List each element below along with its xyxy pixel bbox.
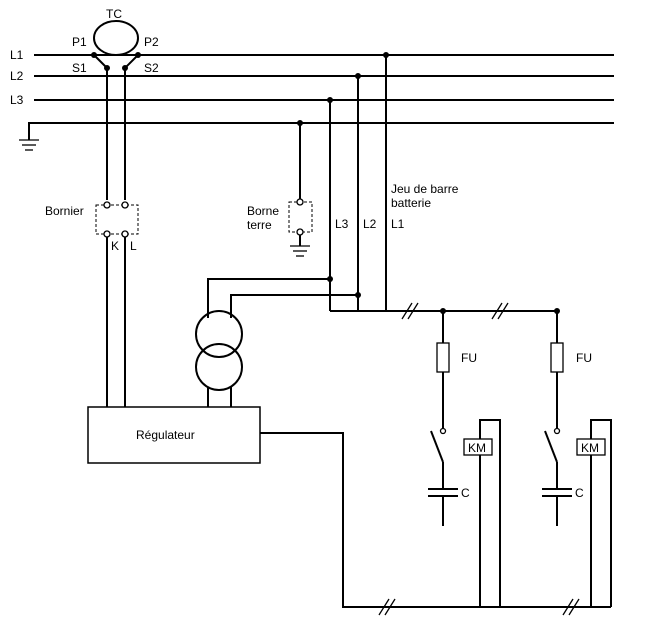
km-label-2: KM xyxy=(581,441,599,455)
km-label-1: KM xyxy=(468,441,486,455)
current-transformer xyxy=(91,20,141,71)
fuse-2 xyxy=(550,342,564,373)
control-bus xyxy=(260,432,611,616)
capacitor-branch-2 xyxy=(542,311,612,607)
line-label-l2: L2 xyxy=(10,69,24,83)
voltage-transformer xyxy=(195,276,361,407)
line-label-l3: L3 xyxy=(10,93,24,107)
bornier-label: Bornier xyxy=(45,204,84,218)
line-label-l1: L1 xyxy=(10,48,24,62)
c-label-2: C xyxy=(575,486,584,500)
fu-label-1: FU xyxy=(461,351,477,365)
p2-label: P2 xyxy=(144,35,159,49)
fuse-1 xyxy=(436,342,450,373)
capacitor-branch-1 xyxy=(428,311,501,607)
earth-symbol-main xyxy=(19,122,39,151)
borne-terre xyxy=(288,120,313,257)
drop-label-l2: L2 xyxy=(363,217,377,231)
tc-label: TC xyxy=(106,7,122,21)
contactor-coil-1 xyxy=(463,438,493,456)
drop-label-l1: L1 xyxy=(391,217,405,231)
fu-label-2: FU xyxy=(576,351,592,365)
bornier-terminal-block xyxy=(95,201,139,238)
borne-terre-label-1: Borne xyxy=(247,204,279,218)
l-label: L xyxy=(130,239,137,253)
drop-label-l3: L3 xyxy=(335,217,349,231)
jeu-de-barre-label-2: batterie xyxy=(391,196,431,210)
phase-drops xyxy=(327,52,389,311)
regulator-box xyxy=(87,406,261,464)
bus-lines xyxy=(29,54,614,124)
k-label: K xyxy=(111,239,119,253)
jeu-de-barre-label-1: Jeu de barre xyxy=(391,182,459,196)
battery-bus xyxy=(330,302,560,320)
p1-label: P1 xyxy=(72,35,87,49)
regulateur-label: Régulateur xyxy=(136,428,195,442)
switch-contact-1 xyxy=(430,430,444,463)
c-label-1: C xyxy=(461,486,470,500)
borne-terre-label-2: terre xyxy=(247,218,272,232)
s1-label: S1 xyxy=(72,61,87,75)
s2-label: S2 xyxy=(144,61,159,75)
switch-contact-2 xyxy=(544,430,558,463)
